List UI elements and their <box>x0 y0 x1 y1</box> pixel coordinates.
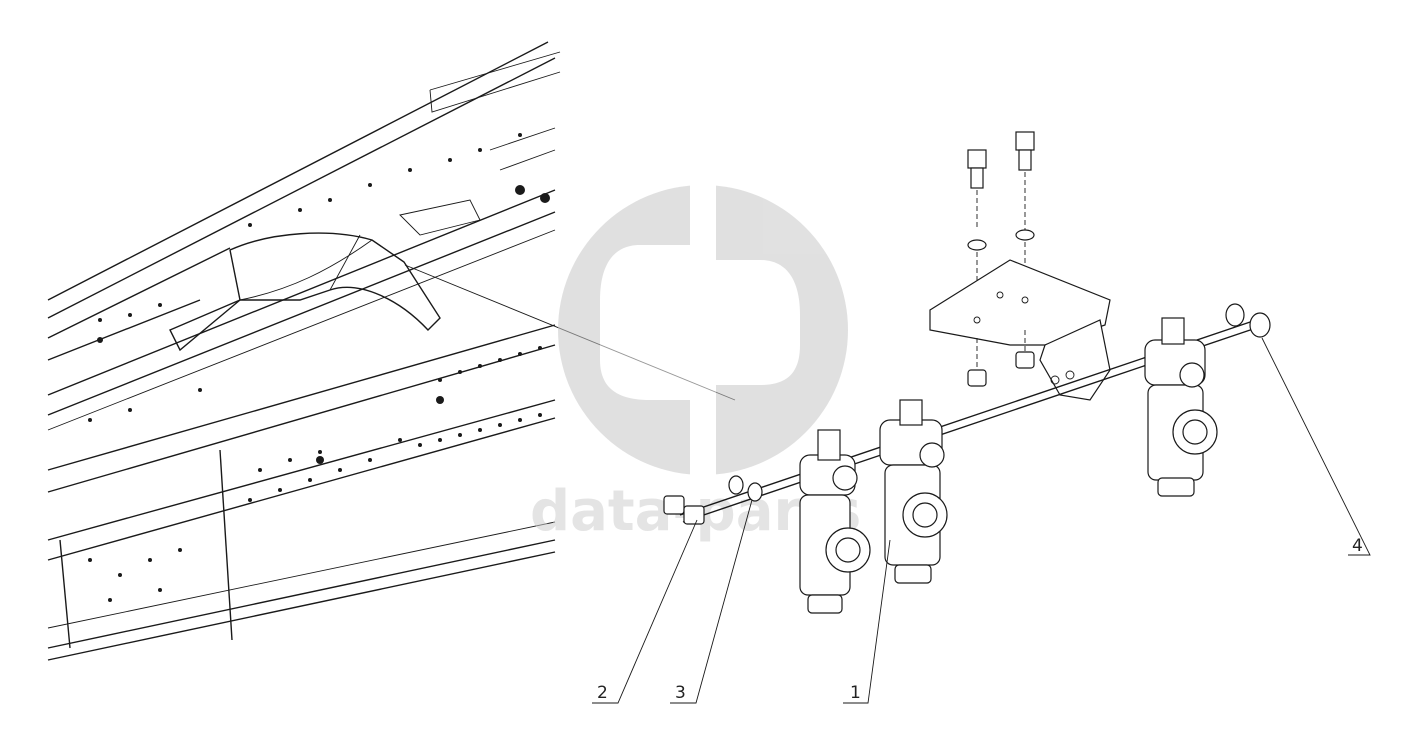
callout-3: 3 <box>670 499 753 704</box>
callout-1: 1 <box>843 539 891 704</box>
callout-label-1: 1 <box>850 683 861 703</box>
callout-label-3: 3 <box>675 683 686 703</box>
chassis-frame-illustration <box>47 41 736 661</box>
mounting-bolt-left <box>967 149 987 189</box>
callout-label-4: 4 <box>1352 536 1363 556</box>
callout-2: 2 <box>592 519 698 704</box>
valve-unit-1 <box>799 429 871 614</box>
valve-assembly-illustration <box>663 131 1271 614</box>
rod-bolt-head-1 <box>663 495 705 525</box>
callout-label-2: 2 <box>597 683 608 703</box>
rod-end-nuts <box>1225 303 1271 338</box>
valve-unit-2 <box>879 399 948 584</box>
callout-4: 4 <box>1261 337 1371 556</box>
valve-unit-3 <box>1144 317 1218 497</box>
mounting-bolt-right <box>1015 131 1035 171</box>
